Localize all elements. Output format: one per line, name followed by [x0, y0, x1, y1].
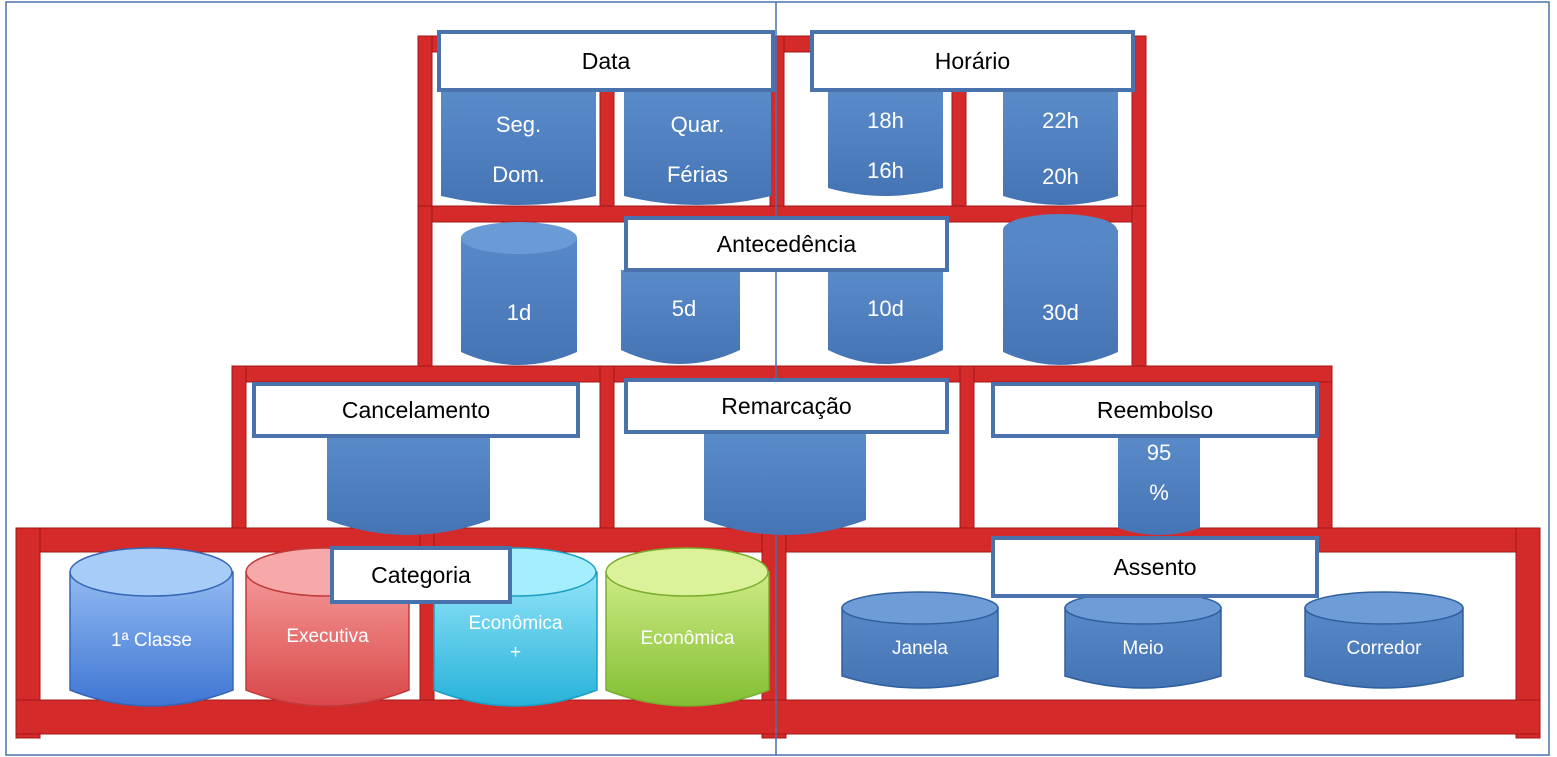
- label-data: Data: [437, 30, 775, 92]
- label-remarcacao: Remarcação: [624, 378, 949, 434]
- label-assento: Assento: [991, 536, 1319, 598]
- text-10d: 10d: [867, 296, 904, 322]
- cylinder-economica: [605, 547, 770, 707]
- cylinder-1d: [461, 222, 577, 365]
- label-horario: Horário: [810, 30, 1135, 92]
- red-shelf-frame: [15, 35, 1541, 739]
- text-dom: Dom.: [492, 162, 545, 188]
- label-reembolso: Reembolso: [991, 382, 1319, 438]
- text-30d: 30d: [1042, 300, 1079, 326]
- text-corredor: Corredor: [1346, 638, 1422, 660]
- text-quar: Quar.: [670, 112, 725, 138]
- text-reembolso-95: 95: [1146, 440, 1172, 466]
- cylinder-cancelamento: [327, 436, 490, 535]
- cylinder-10d: [828, 270, 943, 364]
- label-antecedencia: Antecedência: [624, 216, 949, 272]
- cylinder-22h-20h: [1003, 92, 1118, 205]
- text-economica: Econômica: [640, 628, 735, 650]
- text-executiva: Executiva: [286, 626, 369, 648]
- text-16h: 16h: [867, 158, 904, 184]
- cylinder-remarcacao: [704, 434, 866, 535]
- cylinder-corredor: [1304, 591, 1464, 689]
- label-cancelamento: Cancelamento: [252, 382, 580, 438]
- cylinder-18h-16h: [828, 92, 943, 196]
- text-seg: Seg.: [495, 112, 542, 138]
- text-22h: 22h: [1042, 108, 1079, 134]
- text-economica-plus-1: Econômica: [468, 613, 563, 635]
- text-5d: 5d: [671, 296, 697, 322]
- text-ferias: Férias: [666, 162, 729, 188]
- label-categoria: Categoria: [330, 546, 512, 604]
- text-economica-plus-2: +: [509, 642, 522, 664]
- text-1d: 1d: [506, 300, 532, 326]
- cylinder-30d: [1003, 214, 1118, 365]
- cylinder-janela: [841, 591, 999, 689]
- cylinder-meio: [1064, 591, 1222, 689]
- cylinder-primeira-classe: [69, 547, 234, 707]
- cylinder-quar-ferias: [624, 92, 771, 205]
- cylinder-reembolso: [1118, 436, 1200, 535]
- text-18h: 18h: [867, 108, 904, 134]
- text-20h: 20h: [1042, 164, 1079, 190]
- cylinder-seg-dom: [441, 92, 596, 205]
- text-janela: Janela: [892, 638, 948, 660]
- cylinder-5d: [621, 270, 740, 364]
- text-reembolso-percent: %: [1149, 480, 1169, 506]
- outer-border: [5, 1, 1550, 756]
- text-primeira-classe: 1ª Classe: [111, 630, 192, 652]
- text-meio: Meio: [1122, 638, 1164, 660]
